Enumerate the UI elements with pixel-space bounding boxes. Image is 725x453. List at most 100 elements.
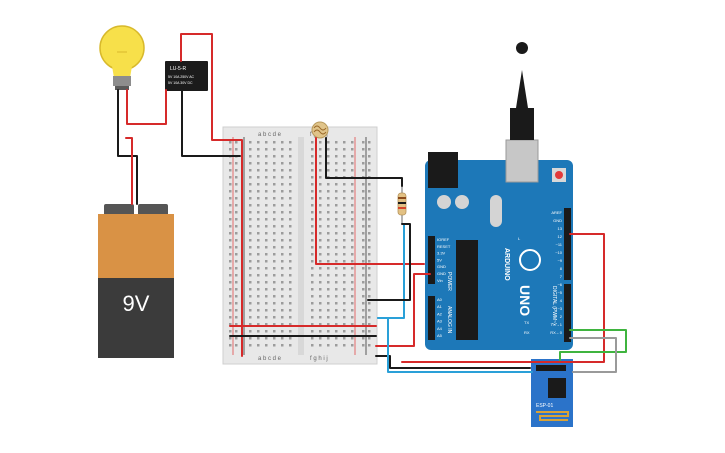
breadboard-hole: [362, 232, 365, 235]
breadboard-hole: [351, 295, 354, 298]
breadboard-hole: [343, 162, 346, 165]
breadboard-hole: [235, 141, 238, 144]
resistor[interactable]: [397, 186, 407, 224]
breadboard-hole: [327, 169, 330, 172]
breadboard-hole: [368, 211, 371, 214]
breadboard-hole: [265, 288, 268, 291]
breadboard-hole: [351, 183, 354, 186]
breadboard-hole: [368, 323, 371, 326]
breadboard-hole: [319, 337, 322, 340]
breadboard-hole: [311, 288, 314, 291]
breadboard-hole: [319, 316, 322, 319]
breadboard-hole: [273, 155, 276, 158]
breadboard-hole: [249, 211, 252, 214]
breadboard-hole: [281, 190, 284, 193]
breadboard-hole: [368, 225, 371, 228]
breadboard-hole: [257, 267, 260, 270]
breadboard-hole: [368, 190, 371, 193]
breadboard-hole: [249, 337, 252, 340]
breadboard-hole: [335, 169, 338, 172]
esp-01-module[interactable]: ESP-01: [531, 359, 573, 427]
power-pin-label-5: GND: [437, 271, 446, 276]
breadboard-hole: [257, 330, 260, 333]
breadboard-hole: [265, 295, 268, 298]
arduino-uno-board[interactable]: ARDUINO UNO POWER ANALOG IN DIGITAL (PWM…: [425, 42, 573, 350]
power-jack: [428, 152, 458, 188]
breadboard-hole: [362, 253, 365, 256]
breadboard-hole: [327, 253, 330, 256]
breadboard-hole: [235, 218, 238, 221]
breadboard-hole: [289, 218, 292, 221]
breadboard-hole: [265, 141, 268, 144]
breadboard-hole: [335, 302, 338, 305]
breadboard-hole: [327, 274, 330, 277]
breadboard-hole: [343, 239, 346, 242]
breadboard-hole: [335, 232, 338, 235]
breadboard-hole: [235, 309, 238, 312]
breadboard-hole: [335, 190, 338, 193]
breadboard-hole: [273, 239, 276, 242]
breadboard-hole: [351, 155, 354, 158]
breadboard-hole: [368, 162, 371, 165]
breadboard-hole: [343, 253, 346, 256]
breadboard-hole: [249, 239, 252, 242]
relay-module[interactable]: LU-5-R 5V 10A 250V AC 5V 10A 30V DC: [165, 61, 208, 91]
breadboard-hole: [257, 246, 260, 249]
breadboard-hole: [229, 274, 232, 277]
breadboard-hole: [327, 260, 330, 263]
breadboard-hole: [319, 260, 322, 263]
breadboard-hole: [319, 253, 322, 256]
breadboard-hole: [311, 267, 314, 270]
breadboard-hole: [235, 253, 238, 256]
breadboard-hole: [319, 274, 322, 277]
breadboard-hole: [273, 295, 276, 298]
breadboard-hole: [257, 281, 260, 284]
light-bulb[interactable]: [99, 25, 145, 90]
breadboard-hole: [368, 274, 371, 277]
breadboard-hole: [229, 288, 232, 291]
breadboard-hole: [229, 232, 232, 235]
wire-relay-red: [180, 33, 243, 357]
breadboard-hole: [289, 211, 292, 214]
breadboard-hole: [362, 190, 365, 193]
breadboard-hole: [311, 253, 314, 256]
breadboard-hole: [335, 323, 338, 326]
breadboard-hole: [343, 183, 346, 186]
breadboard-hole: [235, 162, 238, 165]
breadboard-hole: [249, 316, 252, 319]
breadboard-hole: [281, 344, 284, 347]
breadboard-hole: [311, 225, 314, 228]
breadboard-hole: [311, 183, 314, 186]
breadboard-hole: [343, 204, 346, 207]
photoresistor[interactable]: [311, 121, 329, 139]
breadboard-hole: [265, 211, 268, 214]
breadboard-hole: [229, 141, 232, 144]
breadboard-hole: [281, 253, 284, 256]
breadboard-hole: [362, 204, 365, 207]
breadboard-hole: [265, 260, 268, 263]
breadboard-hole: [343, 211, 346, 214]
breadboard-hole: [351, 169, 354, 172]
breadboard-hole: [343, 155, 346, 158]
breadboard-hole: [273, 141, 276, 144]
breadboard-hole: [335, 316, 338, 319]
breadboard-hole: [273, 211, 276, 214]
wire-relay-black: [181, 90, 241, 157]
breadboard-hole: [368, 316, 371, 319]
breadboard-hole: [327, 246, 330, 249]
breadboard-hole: [343, 274, 346, 277]
breadboard-hole: [368, 330, 371, 333]
breadboard-hole: [273, 267, 276, 270]
breadboard[interactable]: a b c d e f g h i j a b c d e f g h i j: [222, 126, 378, 365]
breadboard-hole: [289, 316, 292, 319]
breadboard-hole: [281, 295, 284, 298]
digital-pin-label-4: ~11: [556, 242, 563, 247]
battery-9v[interactable]: 9V: [98, 204, 174, 358]
breadboard-hole: [311, 330, 314, 333]
breadboard-hole: [281, 330, 284, 333]
breadboard-hole: [273, 204, 276, 207]
breadboard-hole: [289, 204, 292, 207]
breadboard-hole: [273, 246, 276, 249]
breadboard-hole: [229, 260, 232, 263]
breadboard-hole: [289, 323, 292, 326]
